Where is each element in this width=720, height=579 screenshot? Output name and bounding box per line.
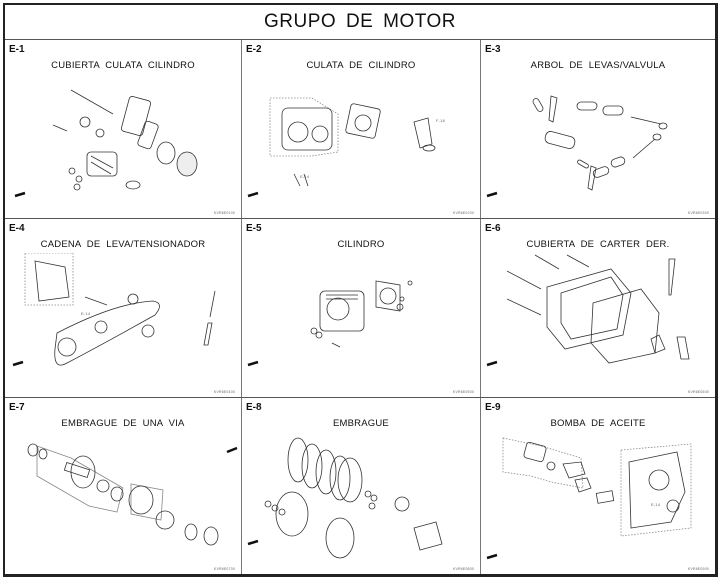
diagram-ref: KVR6E0800: [452, 567, 474, 571]
section-code: E-4: [9, 223, 25, 234]
front-direction-arrow-icon: [247, 191, 259, 198]
section-e5[interactable]: E-5 CILINDRO KVR6E0500: [242, 219, 480, 397]
parts-catalog-frame: GRUPO DE MOTOR E-1 CUBIERTA CULATA CILIN…: [3, 3, 718, 577]
section-e7[interactable]: E-7 EMBRAGUE DE UNA VIA KVR6E0700: [5, 398, 241, 574]
grid-divider: [241, 40, 242, 574]
section-code: E-7: [9, 402, 25, 413]
one-way-clutch-diagram[interactable]: [5, 432, 241, 576]
section-e1[interactable]: E-1 CUBIERTA CULATA CILINDRO KVR6E0100: [5, 40, 241, 218]
diagram-ref: KVR6E0300: [687, 211, 709, 215]
grid-divider: [5, 397, 715, 398]
cylinder-head-diagram[interactable]: [242, 74, 480, 218]
diagram-ref: KVR6E0200: [452, 211, 474, 215]
section-title[interactable]: BOMBA DE ACEITE: [550, 418, 646, 429]
clutch-diagram[interactable]: [242, 432, 480, 576]
section-code: E-1: [9, 44, 25, 55]
section-e8[interactable]: E-8 EMBRAGUE KVR6E0800: [242, 398, 480, 574]
grid-divider: [480, 40, 481, 574]
front-direction-arrow-icon: [14, 191, 26, 198]
section-e6[interactable]: E-6 CUBIERTA DE CARTER DER. KVR6E0600: [481, 219, 715, 397]
section-e9[interactable]: E-9 BOMBA DE ACEITE E-14 KVR6E0900: [481, 398, 715, 574]
section-title[interactable]: EMBRAGUE: [333, 418, 389, 429]
section-title[interactable]: CILINDRO: [337, 239, 385, 250]
cross-ref-label[interactable]: E-14: [81, 311, 91, 316]
section-code: E-8: [246, 402, 262, 413]
diagram-ref: KVR6E0900: [687, 567, 709, 571]
diagram-ref: KVR6E0600: [687, 390, 709, 394]
diagram-ref: KVR6E0500: [452, 390, 474, 394]
section-title[interactable]: ARBOL DE LEVAS/VALVULA: [530, 60, 666, 71]
front-direction-arrow-icon: [247, 360, 259, 367]
section-title[interactable]: EMBRAGUE DE UNA VIA: [61, 418, 185, 429]
front-direction-arrow-icon: [12, 360, 24, 367]
cross-ref-label[interactable]: F-16: [436, 118, 446, 123]
section-code: E-3: [485, 44, 501, 55]
cylinder-head-cover-diagram[interactable]: [5, 74, 241, 218]
cam-chain-tensioner-diagram[interactable]: [5, 253, 241, 397]
diagram-ref: KVR6E0700: [213, 567, 235, 571]
front-direction-arrow-icon: [486, 553, 498, 560]
section-e3[interactable]: E-3 ARBOL DE LEVAS/VALVULA KVR6E0300: [481, 40, 715, 218]
page-header: GRUPO DE MOTOR: [5, 5, 715, 40]
grid-divider: [5, 218, 715, 219]
section-grid: E-1 CUBIERTA CULATA CILINDRO KVR6E0100: [5, 40, 715, 574]
section-title[interactable]: CADENA DE LEVA/TENSIONADOR: [40, 239, 206, 250]
front-direction-arrow-icon: [247, 539, 259, 546]
section-title[interactable]: CULATA DE CILINDRO: [306, 60, 416, 71]
section-title[interactable]: CUBIERTA DE CARTER DER.: [526, 239, 670, 250]
cross-ref-label[interactable]: E-14: [651, 502, 661, 507]
front-direction-arrow-icon: [486, 360, 498, 367]
front-direction-arrow-icon: [486, 191, 498, 198]
section-e4[interactable]: E-4 CADENA DE LEVA/TENSIONADOR E-14 KVR6…: [5, 219, 241, 397]
section-code: E-9: [485, 402, 501, 413]
right-crankcase-cover-diagram[interactable]: [481, 253, 715, 397]
oil-pump-diagram[interactable]: [481, 432, 715, 576]
section-code: E-2: [246, 44, 262, 55]
diagram-ref: KVR6E0100: [213, 211, 235, 215]
section-code: E-6: [485, 223, 501, 234]
section-code: E-5: [246, 223, 262, 234]
diagram-ref: KVR6E0400: [213, 390, 235, 394]
section-title[interactable]: CUBIERTA CULATA CILINDRO: [51, 60, 195, 71]
section-e2[interactable]: E-2 CULATA DE CILINDRO F-16 E-14 KVR6E02…: [242, 40, 480, 218]
page-title: GRUPO DE MOTOR: [264, 11, 456, 32]
cylinder-diagram[interactable]: [242, 253, 480, 397]
camshaft-valve-diagram[interactable]: [481, 74, 715, 218]
cross-ref-label[interactable]: E-14: [300, 174, 310, 179]
